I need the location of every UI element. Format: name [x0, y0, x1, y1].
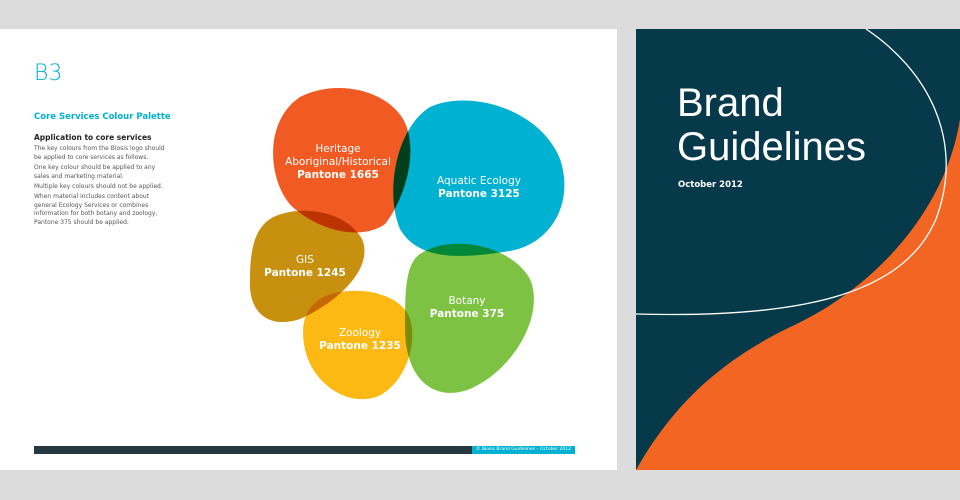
- section-code: B3: [34, 61, 63, 86]
- subheading: Application to core services: [34, 133, 152, 142]
- heritage-blob: [273, 88, 411, 233]
- palette-blobs: [249, 88, 565, 400]
- paragraph: The key colours from the Biosis logo sho…: [34, 145, 165, 161]
- cover-date: October 2012: [678, 180, 743, 190]
- cover-graphics: [636, 29, 960, 470]
- paragraph: One key colour should be applied to any …: [34, 164, 156, 180]
- zoology-blob: [303, 290, 413, 400]
- orange-swoosh: [636, 119, 960, 470]
- footer-bar: [34, 446, 574, 454]
- palette-page: B3 Core Services Colour Palette Applicat…: [0, 29, 617, 470]
- botany-blob: [405, 243, 534, 393]
- aquatic-blob: [393, 100, 565, 256]
- paragraph: When material includes content about gen…: [34, 193, 158, 226]
- section-title: Core Services Colour Palette: [34, 112, 171, 122]
- footer-text: © Biosis Brand Guidelines – October 2012: [472, 446, 575, 454]
- paragraph: Multiple key colours should not be appli…: [34, 183, 163, 190]
- white-curve-line: [636, 29, 947, 316]
